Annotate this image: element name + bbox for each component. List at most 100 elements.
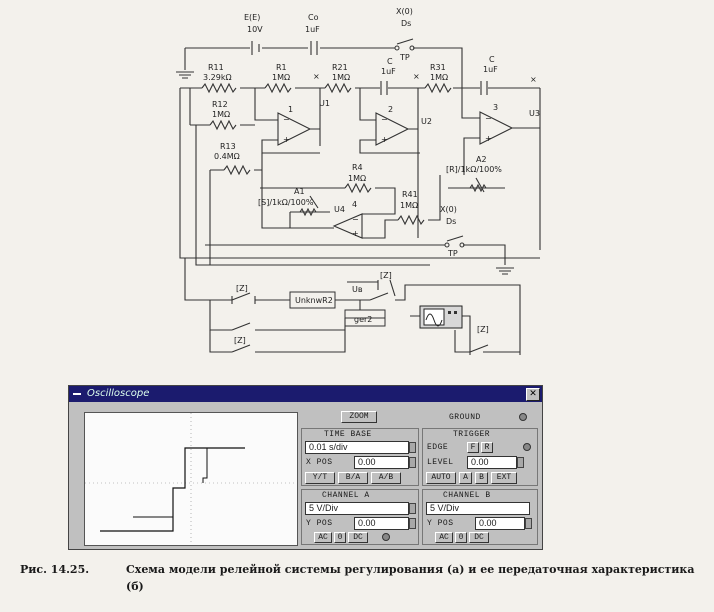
- ground-terminal[interactable]: [519, 413, 527, 421]
- ext-button[interactable]: EXT: [491, 472, 517, 484]
- block-ger2: [344, 309, 386, 327]
- channel-b-ac-button[interactable]: AC: [435, 532, 453, 543]
- co-value: 1uF: [305, 25, 320, 34]
- system-menu-icon[interactable]: [72, 389, 82, 399]
- channel-b-group: CHANNEL B 5 V/Div Y POS 0.00 AC 0 DC: [422, 489, 538, 545]
- u1-label: U1: [319, 99, 330, 108]
- opamp-1-number: 1: [288, 105, 293, 114]
- capacitor-co: [310, 41, 318, 55]
- capacitor-c1: [380, 81, 388, 95]
- edge-falling-button[interactable]: F: [467, 442, 479, 453]
- channel-a-field[interactable]: 5 V/Div: [305, 502, 409, 515]
- svg-text:+: +: [283, 135, 290, 144]
- r13-value: 0.4MΩ: [214, 152, 240, 161]
- svg-text:−: −: [485, 114, 492, 123]
- top-switch[interactable]: [394, 38, 415, 51]
- u3-label: U3: [529, 109, 540, 118]
- svg-text:+: +: [352, 229, 359, 238]
- z-label-2: [Z]: [380, 271, 392, 280]
- co-label: Co: [308, 13, 319, 22]
- block-unknown: [289, 291, 336, 309]
- trigger-terminal[interactable]: [523, 443, 531, 451]
- edge-label: EDGE: [427, 443, 449, 452]
- time-base-group: TIME BASE 0.01 s/div X POS 0.00 Y/T B/A …: [301, 428, 419, 486]
- a2-name: A2: [476, 155, 487, 164]
- svg-text:−: −: [352, 215, 359, 224]
- trigger-b-button[interactable]: B: [475, 472, 488, 484]
- trigger-a-button[interactable]: A: [459, 472, 472, 484]
- ground-label: GROUND: [449, 413, 481, 422]
- edge-rising-button[interactable]: R: [481, 442, 493, 453]
- window-title: Oscilloscope: [87, 388, 150, 399]
- opamp-wiring: [179, 88, 541, 275]
- r21-name: R21: [332, 63, 348, 72]
- scope-screen: [84, 412, 298, 546]
- time-base-spinner[interactable]: [409, 442, 416, 453]
- a1-name: A1: [294, 187, 305, 196]
- oscilloscope-icon[interactable]: [419, 305, 463, 329]
- mid-switch[interactable]: [444, 235, 465, 248]
- r31-value: 1MΩ: [430, 73, 448, 82]
- z-label-4: [Z]: [234, 336, 246, 345]
- r21-value: 1MΩ: [332, 73, 350, 82]
- mid-switch-name: Ds: [446, 217, 456, 226]
- x-pos-field[interactable]: 0.00: [354, 456, 409, 469]
- caption-text: Схема модели релейной системы регулирова…: [126, 563, 695, 593]
- oscilloscope-window: Oscilloscope ✕ ZOOM GROUND TIME BASE 0.0…: [68, 385, 543, 550]
- b-a-button[interactable]: B/A: [338, 472, 368, 484]
- channel-a-ac-button[interactable]: AC: [314, 532, 332, 543]
- channel-b-zero-button[interactable]: 0: [455, 532, 467, 543]
- channel-b-dc-button[interactable]: DC: [469, 532, 489, 543]
- resistor-r21: [324, 82, 352, 94]
- level-field[interactable]: 0.00: [467, 456, 517, 469]
- opamp-2: −+: [375, 112, 410, 146]
- svg-text:−: −: [283, 115, 290, 124]
- channel-b-ypos-spinner[interactable]: [525, 518, 532, 529]
- trigger-group: TRIGGER EDGE F R LEVEL 0.00 AUTO A B EXT: [422, 428, 538, 486]
- close-icon[interactable]: ✕: [526, 388, 540, 401]
- r11-value: 3.29kΩ: [203, 73, 232, 82]
- x-pos-spinner[interactable]: [409, 457, 416, 468]
- zoom-button[interactable]: ZOOM: [341, 411, 377, 423]
- r31-name: R31: [430, 63, 446, 72]
- opamp-3-number: 3: [493, 103, 498, 112]
- channel-a-ypos-field[interactable]: 0.00: [354, 517, 409, 530]
- channel-a-spinner[interactable]: [409, 503, 416, 514]
- u4-label: U4: [334, 205, 345, 214]
- r4-value: 1MΩ: [348, 174, 366, 183]
- level-label: LEVEL: [427, 458, 454, 467]
- time-base-label: TIME BASE: [324, 430, 372, 439]
- channel-a-label: CHANNEL A: [322, 491, 370, 500]
- top-branch: E(E) 10V Co 1uF X(0) Ds TP: [176, 7, 463, 88]
- u2-label: U2: [421, 117, 432, 126]
- uv-label: Uв: [352, 285, 363, 294]
- channel-a-dc-button[interactable]: DC: [348, 532, 368, 543]
- relay-hysteresis-trace: [100, 447, 245, 532]
- channel-b-field[interactable]: 5 V/Div: [426, 502, 530, 515]
- level-spinner[interactable]: [517, 457, 524, 468]
- mid-switch-key: X(0): [440, 205, 457, 214]
- mid-switch-tag: TP: [447, 249, 458, 258]
- r41-value: 1MΩ: [400, 201, 418, 210]
- x-pos-label: X POS: [306, 458, 333, 467]
- resistor-r31: [424, 82, 452, 94]
- auto-button[interactable]: AUTO: [426, 472, 456, 484]
- oscilloscope-titlebar: Oscilloscope ✕: [69, 386, 542, 402]
- r41-name: R41: [402, 190, 418, 199]
- a-b-button[interactable]: A/B: [371, 472, 401, 484]
- channel-a-zero-button[interactable]: 0: [334, 532, 346, 543]
- scope-trace: [85, 413, 297, 545]
- channel-a-ypos-spinner[interactable]: [409, 518, 416, 529]
- top-switch-key: X(0): [396, 7, 413, 16]
- channel-b-ypos-field[interactable]: 0.00: [475, 517, 525, 530]
- block-ger2-label: ger2: [354, 315, 372, 324]
- opamp-2-number: 2: [388, 105, 393, 114]
- channel-a-terminal[interactable]: [382, 533, 390, 541]
- figure-number: Рис. 14.25.: [20, 563, 90, 576]
- r11-name: R11: [208, 63, 224, 72]
- channel-b-label: CHANNEL B: [443, 491, 491, 500]
- channel-b-ypos-label: Y POS: [427, 519, 454, 528]
- time-base-field[interactable]: 0.01 s/div: [305, 441, 409, 454]
- y-t-button[interactable]: Y/T: [305, 472, 335, 484]
- z-label-3: [Z]: [477, 325, 489, 334]
